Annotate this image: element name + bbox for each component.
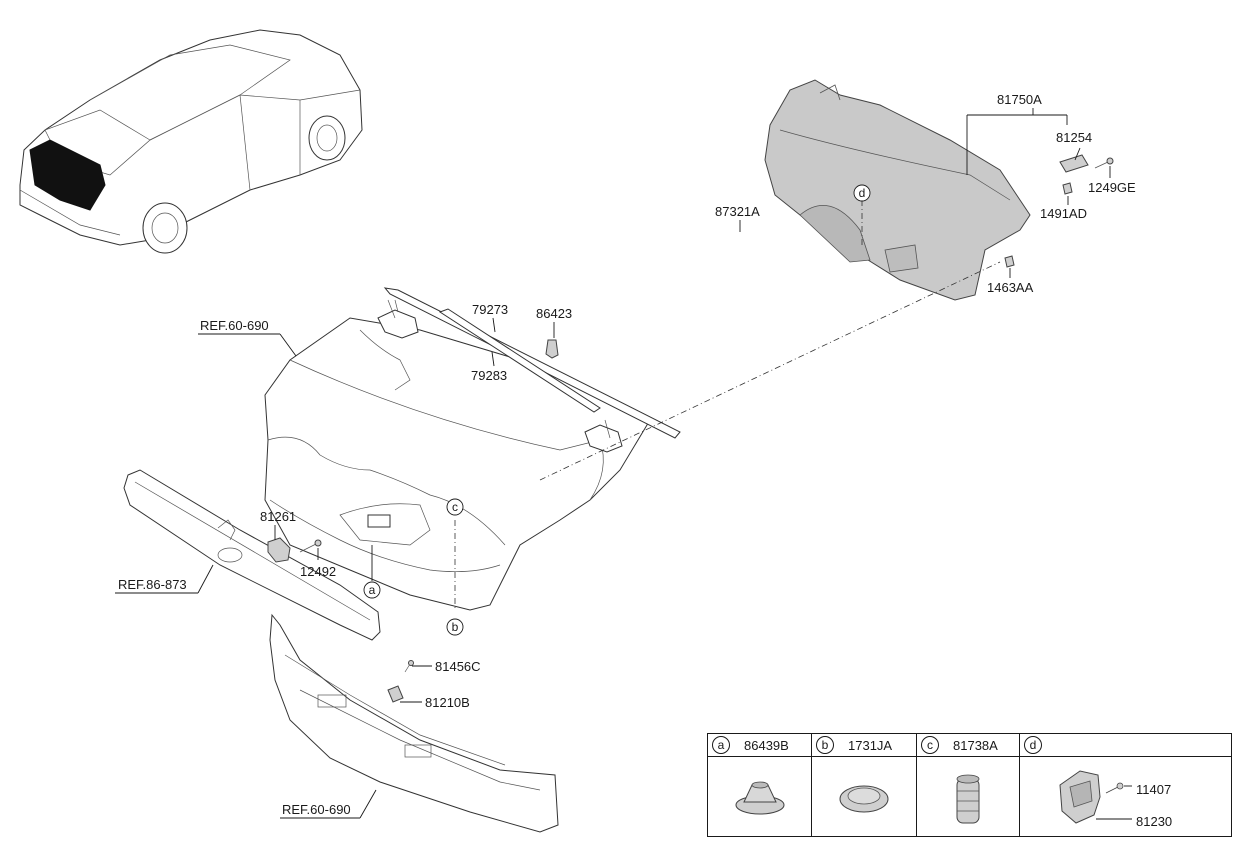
bumper-81254 xyxy=(1059,154,1089,173)
clip-1463AA xyxy=(1004,255,1015,268)
legend-part-b: 1731JA xyxy=(848,738,893,753)
callout-legend-table: a 86439B b 1731JA c 81738A xyxy=(707,733,1232,837)
callout-c[interactable]: c xyxy=(446,498,464,516)
latch-assembly-illustration xyxy=(1059,770,1132,824)
label-1249GE[interactable]: 1249GE xyxy=(1088,180,1136,195)
tailgate-trim-panel xyxy=(764,79,1031,301)
legend-header-b: b 1731JA xyxy=(812,734,916,757)
screw-1249GE xyxy=(1094,157,1114,169)
label-87321A[interactable]: 87321A xyxy=(715,204,760,219)
lower-panel xyxy=(269,613,559,833)
legend-cell-b[interactable]: b 1731JA xyxy=(812,734,917,836)
clip-86423 xyxy=(545,339,559,359)
ref-lower-link[interactable]: REF.60-690 xyxy=(282,802,351,817)
clip-81456C xyxy=(404,660,414,673)
label-81261[interactable]: 81261 xyxy=(260,509,296,524)
callout-c-label: c xyxy=(452,500,458,514)
bolt-12492 xyxy=(299,539,322,553)
label-81456C[interactable]: 81456C xyxy=(435,659,481,674)
callout-d[interactable]: d xyxy=(853,184,871,202)
tailgate-panel xyxy=(264,317,651,611)
gas-lifter-rod xyxy=(383,287,681,439)
legend-cell-a[interactable]: a 86439B xyxy=(708,734,812,836)
legend-subpart-81230[interactable]: 81230 xyxy=(1136,814,1173,829)
callout-b[interactable]: b xyxy=(446,618,464,636)
bracket-81210B xyxy=(387,685,404,703)
ref-tailgate-link[interactable]: REF.60-690 xyxy=(200,318,269,333)
label-81750A[interactable]: 81750A xyxy=(997,92,1042,107)
legend-letter-a: a xyxy=(712,736,730,754)
hinge-left xyxy=(377,299,419,339)
legend-letter-c: c xyxy=(921,736,939,754)
label-81210B[interactable]: 81210B xyxy=(425,695,470,710)
weatherstrip-seal xyxy=(569,159,863,413)
label-79273[interactable]: 79273 xyxy=(472,302,508,317)
ref-garnish-link[interactable]: REF.86-873 xyxy=(118,577,187,592)
callout-a-label: a xyxy=(369,583,376,597)
grommet-86439B-illustration xyxy=(735,781,785,815)
plug-1731JA-illustration xyxy=(839,785,889,813)
legend-header-a: a 86439B xyxy=(708,734,811,757)
legend-cell-d[interactable]: d 11407 81230 xyxy=(1020,734,1231,836)
label-86423[interactable]: 86423 xyxy=(536,306,572,321)
legend-part-c: 81738A xyxy=(953,738,998,753)
latch-actuator-81261 xyxy=(267,537,291,563)
label-12492[interactable]: 12492 xyxy=(300,564,336,579)
label-1463AA[interactable]: 1463AA xyxy=(987,280,1034,295)
legend-cell-c[interactable]: c 81738A xyxy=(917,734,1020,836)
legend-part-a: 86439B xyxy=(744,738,789,753)
clip-1491AD xyxy=(1062,182,1073,195)
tailgate-garnish xyxy=(123,469,381,641)
callout-d-label: d xyxy=(859,186,866,200)
label-81254[interactable]: 81254 xyxy=(1056,130,1092,145)
label-1491AD[interactable]: 1491AD xyxy=(1040,206,1087,221)
legend-letter-d: d xyxy=(1024,736,1042,754)
legend-header-d: d xyxy=(1020,734,1231,757)
vehicle-overview-illustration xyxy=(19,29,363,254)
callout-b-label: b xyxy=(452,620,459,634)
label-79283[interactable]: 79283 xyxy=(471,368,507,383)
legend-header-c: c 81738A xyxy=(917,734,1019,757)
callout-a[interactable]: a xyxy=(363,581,381,599)
leader-lines xyxy=(115,108,1111,819)
bumper-81738A-illustration xyxy=(956,774,980,824)
legend-subpart-11407[interactable]: 11407 xyxy=(1136,782,1172,797)
legend-letter-b: b xyxy=(816,736,834,754)
